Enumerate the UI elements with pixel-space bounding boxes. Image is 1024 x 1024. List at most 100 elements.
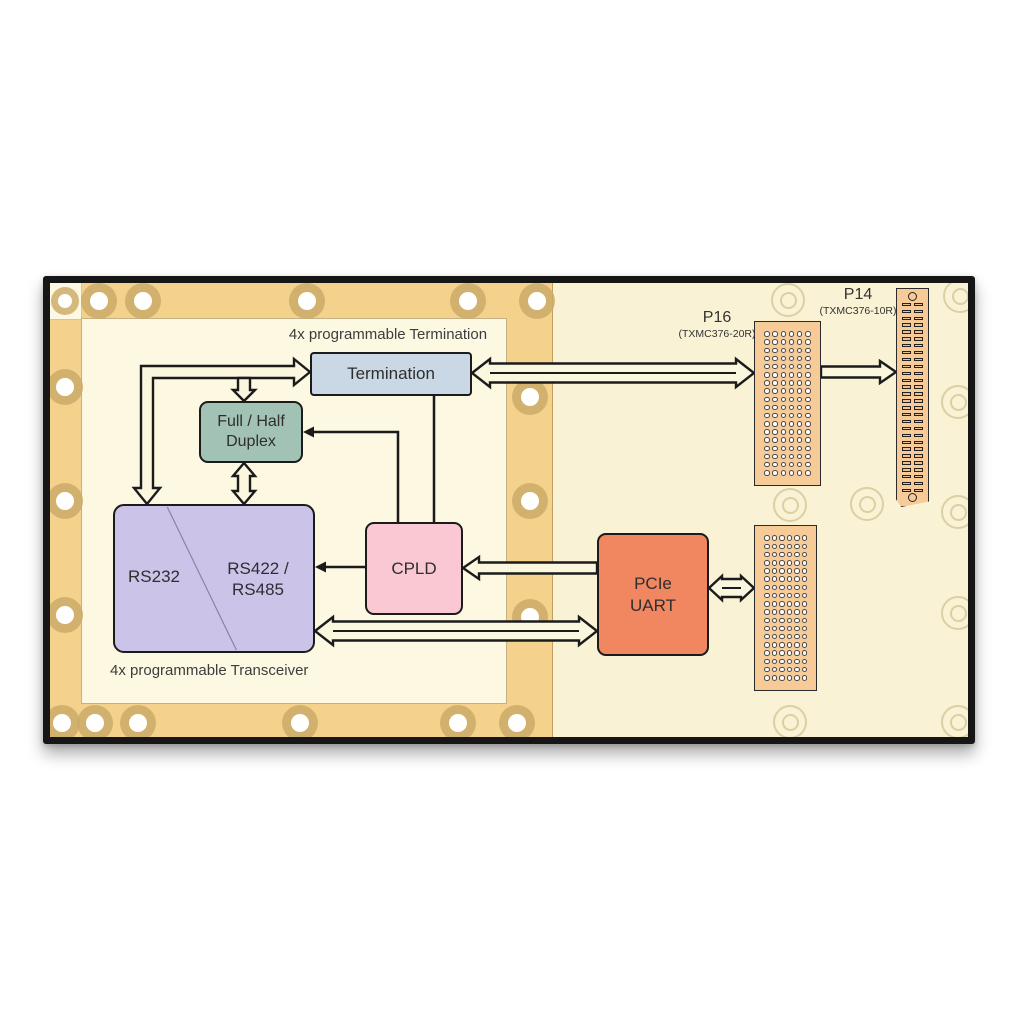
connector-slot (901, 419, 911, 424)
connector-slot (914, 440, 924, 444)
connector-pin (801, 650, 807, 656)
connector-pin (805, 404, 811, 411)
mounting-hole-center (53, 714, 71, 732)
connector-pin (788, 331, 795, 337)
connector-pin (794, 625, 800, 632)
arrow-p16-p14 (819, 358, 899, 386)
connector-slot (901, 461, 911, 465)
connector-pin (796, 429, 803, 435)
connector-pin (788, 421, 795, 427)
connector-pin (796, 339, 803, 345)
connector-pin (794, 658, 800, 665)
connector-pin (764, 650, 770, 656)
connector-pin (771, 543, 777, 550)
via-hole (850, 487, 884, 521)
connector-pin (796, 388, 803, 394)
connector-pin (786, 617, 792, 624)
mounting-hole (50, 705, 80, 737)
via-hole (941, 705, 968, 737)
connector-pin (771, 650, 777, 656)
mounting-hole (120, 705, 156, 737)
connector-pin (786, 675, 792, 681)
connector-pin (764, 429, 770, 435)
connector-pin (771, 633, 777, 640)
connector-slot (914, 488, 924, 493)
mounting-hole-center (521, 388, 539, 406)
mounting-hole-center (134, 292, 152, 310)
connector-pin (801, 576, 807, 582)
via-hole-center (949, 604, 967, 622)
connector-pin (772, 396, 778, 403)
connector-slot (901, 406, 911, 410)
connector-pin (779, 658, 785, 665)
connector-pin (796, 363, 803, 370)
connector-pin (788, 363, 795, 370)
connector-slot (914, 344, 924, 348)
connector-pin (805, 421, 811, 427)
connector-pin (801, 560, 807, 566)
mounting-hole (440, 705, 476, 737)
via-hole (941, 596, 968, 630)
connector-pin (794, 642, 800, 648)
connector-pin (786, 642, 792, 648)
mounting-hole (519, 283, 555, 319)
connector-pin (796, 470, 803, 476)
connector-pin (772, 421, 778, 427)
connector-pin (764, 388, 770, 394)
aux-pin-grid (757, 528, 814, 688)
connector-slot (914, 406, 924, 410)
connector-pin (764, 560, 770, 566)
mounting-hole-center (459, 292, 477, 310)
cpld-label: CPLD (391, 558, 437, 578)
connector-pin (794, 535, 800, 541)
pcie-uart-block: PCIe UART (597, 533, 709, 656)
connector-pin (788, 388, 795, 394)
arrow-pcie-aux-connector (707, 573, 756, 603)
rs422-line1: RS422 / (227, 559, 289, 578)
p14-label: P14 (TXMC376-10R) (803, 286, 913, 317)
connector-pin (788, 372, 795, 378)
connector-pin (794, 568, 800, 574)
p14-guide-hole-top (908, 292, 917, 301)
connector-pin (786, 576, 792, 582)
transceiver-caption: 4x programmable Transceiver (110, 662, 309, 679)
connector-pin (780, 355, 787, 362)
connector-slot (914, 350, 924, 355)
connector-pin (772, 388, 778, 394)
connector-slot (901, 371, 911, 376)
connector-pin (771, 675, 777, 681)
connector-pin (779, 576, 785, 582)
connector-pin (805, 372, 811, 378)
connector-pin (788, 412, 795, 419)
via-hole-center (781, 496, 799, 514)
connector-pin (794, 601, 800, 607)
connector-pin (780, 461, 787, 468)
connector-pin (779, 584, 785, 591)
termination-label: Termination (347, 364, 435, 383)
connector-pin (796, 437, 803, 443)
connector-pin (780, 437, 787, 443)
connector-slot (901, 481, 911, 486)
connector-pin (779, 633, 785, 640)
connector-pin (796, 355, 803, 362)
connector-pin (771, 642, 777, 648)
connector-pin (780, 347, 787, 354)
connector-slot (901, 330, 911, 334)
connector-pin (772, 445, 778, 452)
connector-pin (764, 437, 770, 443)
connector-slot (914, 323, 924, 327)
connector-pin (772, 461, 778, 468)
connector-pin (786, 658, 792, 665)
connector-pin (805, 412, 811, 419)
connector-slot (901, 440, 911, 444)
via-hole-center (949, 393, 967, 411)
connector-pin (786, 551, 792, 558)
connector-pin (805, 396, 811, 403)
mounting-hole-center (449, 714, 467, 732)
duplex-block: Full / Half Duplex (199, 401, 303, 463)
duplex-label-line2: Duplex (226, 433, 276, 450)
connector-slot (901, 454, 911, 458)
connector-pin (764, 543, 770, 550)
connector-slot (914, 364, 924, 369)
